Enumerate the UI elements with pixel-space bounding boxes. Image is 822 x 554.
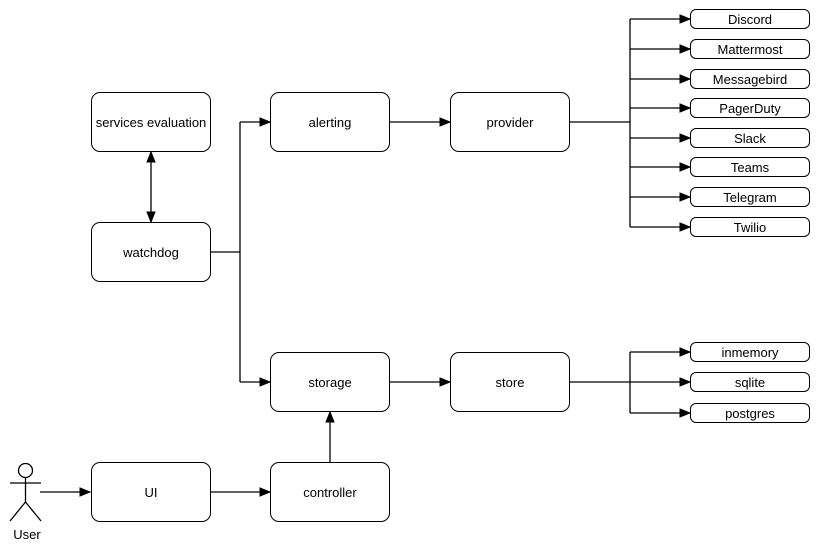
node-alerting-label: alerting <box>308 114 352 130</box>
node-provider-messagebird-label: Messagebird <box>712 71 788 87</box>
node-provider-pagerduty[interactable]: PagerDuty <box>690 98 810 118</box>
node-provider-telegram[interactable]: Telegram <box>690 187 810 207</box>
node-provider-mattermost[interactable]: Mattermost <box>690 39 810 59</box>
node-provider-teams[interactable]: Teams <box>690 157 810 177</box>
node-watchdog[interactable]: watchdog <box>91 222 211 282</box>
node-provider-teams-label: Teams <box>730 159 770 175</box>
node-provider-pagerduty-label: PagerDuty <box>719 100 781 116</box>
node-ui-label: UI <box>144 484 158 500</box>
node-provider-discord-label: Discord <box>727 11 773 27</box>
node-store-sqlite[interactable]: sqlite <box>690 372 810 392</box>
node-controller[interactable]: controller <box>270 462 390 522</box>
node-storage-label: storage <box>308 374 352 390</box>
node-store-inmemory[interactable]: inmemory <box>690 342 810 362</box>
node-alerting[interactable]: alerting <box>270 92 390 152</box>
node-provider-messagebird[interactable]: Messagebird <box>690 69 810 89</box>
node-store-label: store <box>495 374 525 390</box>
node-watchdog-label: watchdog <box>123 244 179 260</box>
node-provider-twilio[interactable]: Twilio <box>690 217 810 237</box>
node-storage[interactable]: storage <box>270 352 390 412</box>
node-store-postgres[interactable]: postgres <box>690 403 810 423</box>
node-ui[interactable]: UI <box>91 462 211 522</box>
node-provider-slack-label: Slack <box>734 130 766 146</box>
node-provider[interactable]: provider <box>450 92 570 152</box>
node-controller-label: controller <box>303 484 357 500</box>
node-provider-label: provider <box>486 114 534 130</box>
node-provider-mattermost-label: Mattermost <box>717 41 783 57</box>
node-services-evaluation[interactable]: services evaluation <box>91 92 211 152</box>
node-store[interactable]: store <box>450 352 570 412</box>
node-store-postgres-label: postgres <box>725 405 775 421</box>
user-actor-icon[interactable] <box>9 462 42 522</box>
node-store-inmemory-label: inmemory <box>721 344 779 360</box>
node-provider-telegram-label: Telegram <box>723 189 777 205</box>
node-provider-slack[interactable]: Slack <box>690 128 810 148</box>
node-provider-twilio-label: Twilio <box>733 219 767 235</box>
node-store-sqlite-label: sqlite <box>734 374 766 390</box>
node-services-evaluation-label: services evaluation <box>95 114 207 130</box>
user-actor-label: User <box>13 527 41 542</box>
node-provider-discord[interactable]: Discord <box>690 9 810 29</box>
